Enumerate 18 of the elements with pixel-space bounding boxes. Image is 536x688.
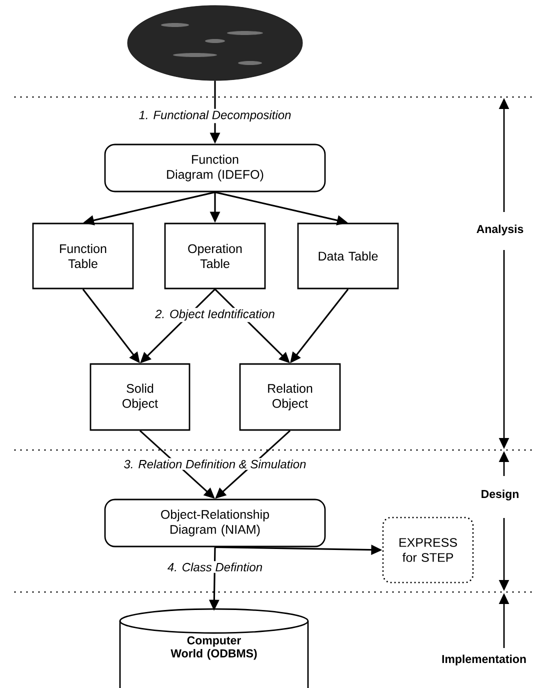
table-box: Solid Object bbox=[90, 363, 190, 431]
edge-label: 1. Functional Decomposition bbox=[137, 108, 293, 124]
output-box: EXPRESS for STEP bbox=[382, 516, 474, 584]
phase-label: Implementation bbox=[440, 653, 528, 667]
process-box: Object-Relationship Diagram (NIAM) bbox=[104, 498, 326, 548]
phase-label: Analysis bbox=[474, 223, 526, 237]
table-box: Relation Object bbox=[239, 363, 341, 431]
table-box: Data Table bbox=[297, 222, 399, 290]
phase-label: Design bbox=[479, 488, 521, 502]
picture-ellipse bbox=[127, 5, 303, 81]
table-box: Function Table bbox=[32, 222, 134, 290]
database-cylinder: Computer World (ODBMS) bbox=[119, 608, 309, 688]
edge-label: 4. Class Defintion bbox=[166, 561, 264, 573]
step-label: 3. Relation Definition & Simulation bbox=[122, 458, 308, 470]
step-label: 2. Object Iedntification bbox=[154, 308, 276, 322]
table-box: Operation Table bbox=[164, 222, 266, 290]
process-box: Function Diagram (IDEFO) bbox=[104, 144, 326, 192]
node-label: Computer World (ODBMS) bbox=[170, 636, 257, 660]
